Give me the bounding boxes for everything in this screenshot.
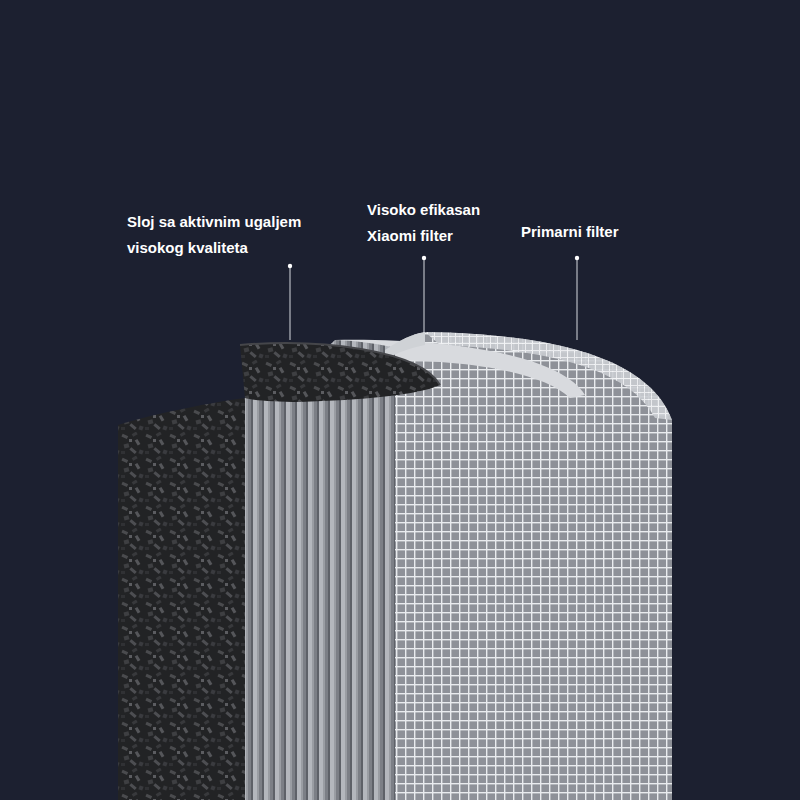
part-label: Primarni filter — [521, 219, 619, 245]
leader-dot — [288, 256, 579, 268]
leader-line — [290, 260, 577, 340]
part-label: Sloj sa aktivnim ugaljem visokog kvalite… — [127, 209, 332, 261]
part-label: Visoko efikasan Xiaomi filter — [367, 197, 512, 249]
